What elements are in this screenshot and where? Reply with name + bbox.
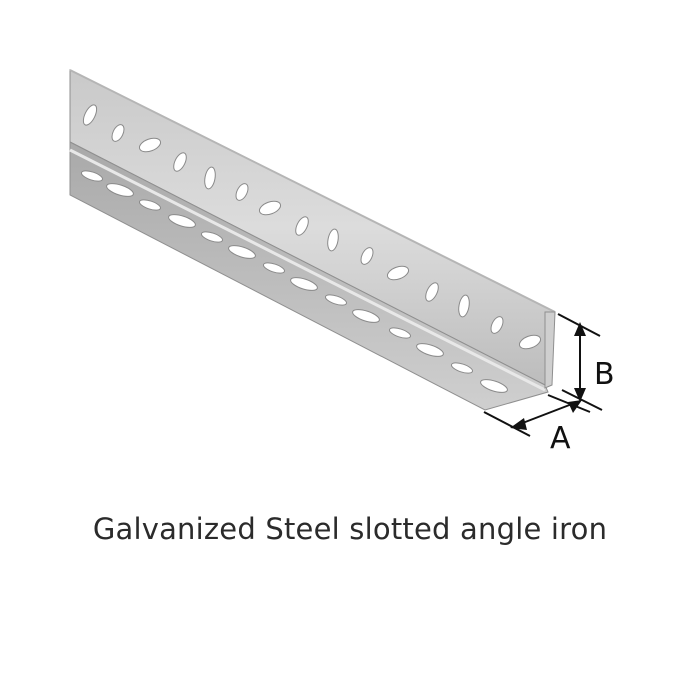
slot [82,104,98,126]
slot [518,334,542,350]
slot [425,282,439,302]
slot [138,199,162,211]
slot [111,124,125,142]
vertical-flange-end-face [544,311,556,389]
slot [480,379,508,393]
horizontal-flange-slots [80,170,508,393]
flange-bend-line [69,148,546,392]
slot [228,245,256,259]
slot [458,294,470,318]
slot [258,200,282,216]
dimension-a-indicator [483,394,591,437]
dimension-b-label: B [594,357,615,392]
product-caption: Galvanized Steel slotted angle iron [92,512,608,546]
slot [490,316,504,334]
slot [327,228,339,252]
slot [138,137,162,153]
slot [352,309,380,323]
slot [360,247,374,265]
dimension-a-label: A [550,421,571,456]
slot [80,170,104,182]
slot [324,294,348,306]
slot [416,343,444,357]
slot [290,277,318,291]
slot [173,152,187,172]
slot [388,327,412,339]
slot [200,231,224,243]
slot [235,183,249,201]
slot [262,262,286,274]
dimension-b-indicator [557,313,603,411]
slot [204,166,216,190]
vertical-flange-top-edge [69,69,556,313]
slot [386,265,410,281]
slot [450,362,474,374]
slot [295,216,309,236]
slot [106,183,134,197]
slot [168,214,196,228]
vertical-flange-slots [82,104,542,350]
